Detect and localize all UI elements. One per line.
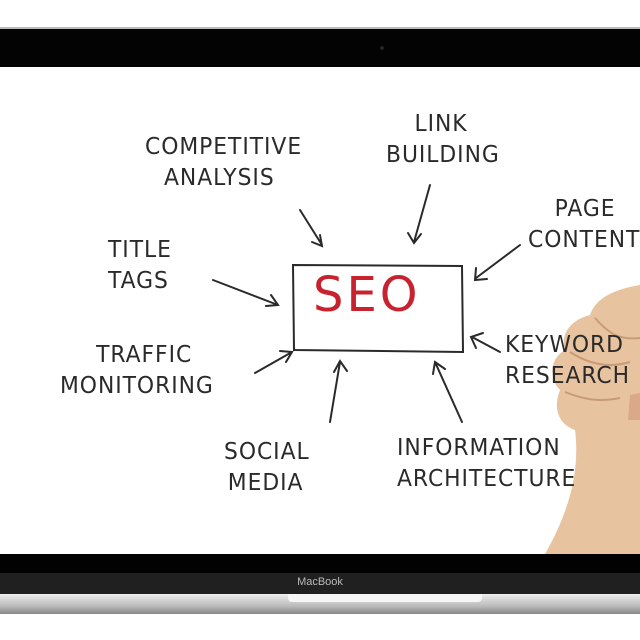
node-line: RESEARCH bbox=[505, 363, 630, 389]
node-line: MEDIA bbox=[227, 470, 304, 496]
hand-with-marker bbox=[545, 285, 640, 554]
camera bbox=[380, 46, 384, 50]
seo-box bbox=[291, 263, 465, 354]
node-social-media: SOCIAL MEDIA bbox=[224, 437, 310, 499]
arrow-link bbox=[407, 184, 431, 245]
node-line: MONITORING bbox=[60, 373, 214, 399]
node-line: INFORMATION bbox=[397, 435, 561, 461]
laptop-bottom-bezel bbox=[0, 554, 640, 573]
node-line: CONTENT bbox=[528, 227, 640, 253]
arrow-info bbox=[432, 360, 463, 423]
laptop-screen: SEO COMPETITIVE ANALYSIS LINK BUILDING PAG… bbox=[0, 67, 640, 554]
node-line: ANALYSIS bbox=[164, 165, 275, 191]
arrow-social bbox=[329, 359, 348, 423]
arrow-competitive bbox=[299, 209, 324, 248]
node-competitive-analysis: COMPETITIVE ANALYSIS bbox=[145, 132, 302, 194]
arrow-title bbox=[212, 279, 280, 307]
node-line: TAGS bbox=[108, 268, 169, 294]
diagram-lines bbox=[212, 184, 521, 423]
laptop-chin: MacBook bbox=[0, 573, 640, 594]
node-page-content: PAGE CONTENT bbox=[528, 194, 640, 256]
node-line: TITLE bbox=[108, 237, 172, 263]
node-line: BUILDING bbox=[386, 142, 500, 168]
arrow-traffic bbox=[254, 350, 294, 374]
node-line: PAGE bbox=[554, 196, 616, 222]
node-line: LINK bbox=[414, 111, 468, 137]
node-traffic-monitoring: TRAFFIC MONITORING bbox=[60, 340, 214, 402]
seo-center-label: SEO bbox=[313, 267, 421, 323]
node-line: KEYWORD bbox=[505, 332, 624, 358]
node-keyword-research: KEYWORD RESEARCH bbox=[505, 330, 630, 392]
node-link-building: LINK BUILDING bbox=[386, 109, 500, 171]
node-line: COMPETITIVE bbox=[145, 134, 303, 160]
arrow-page bbox=[473, 244, 521, 282]
node-title-tags: TITLE TAGS bbox=[108, 235, 172, 297]
brand-label: MacBook bbox=[297, 576, 343, 588]
node-information-architecture: INFORMATION ARCHITECTURE bbox=[397, 433, 576, 495]
node-line: SOCIAL bbox=[224, 439, 310, 465]
arrow-keyword bbox=[469, 332, 501, 353]
node-line: TRAFFIC bbox=[96, 342, 193, 368]
laptop-opening-notch bbox=[288, 594, 482, 602]
node-line: ARCHITECTURE bbox=[397, 466, 577, 492]
laptop-top-bezel bbox=[0, 27, 640, 69]
